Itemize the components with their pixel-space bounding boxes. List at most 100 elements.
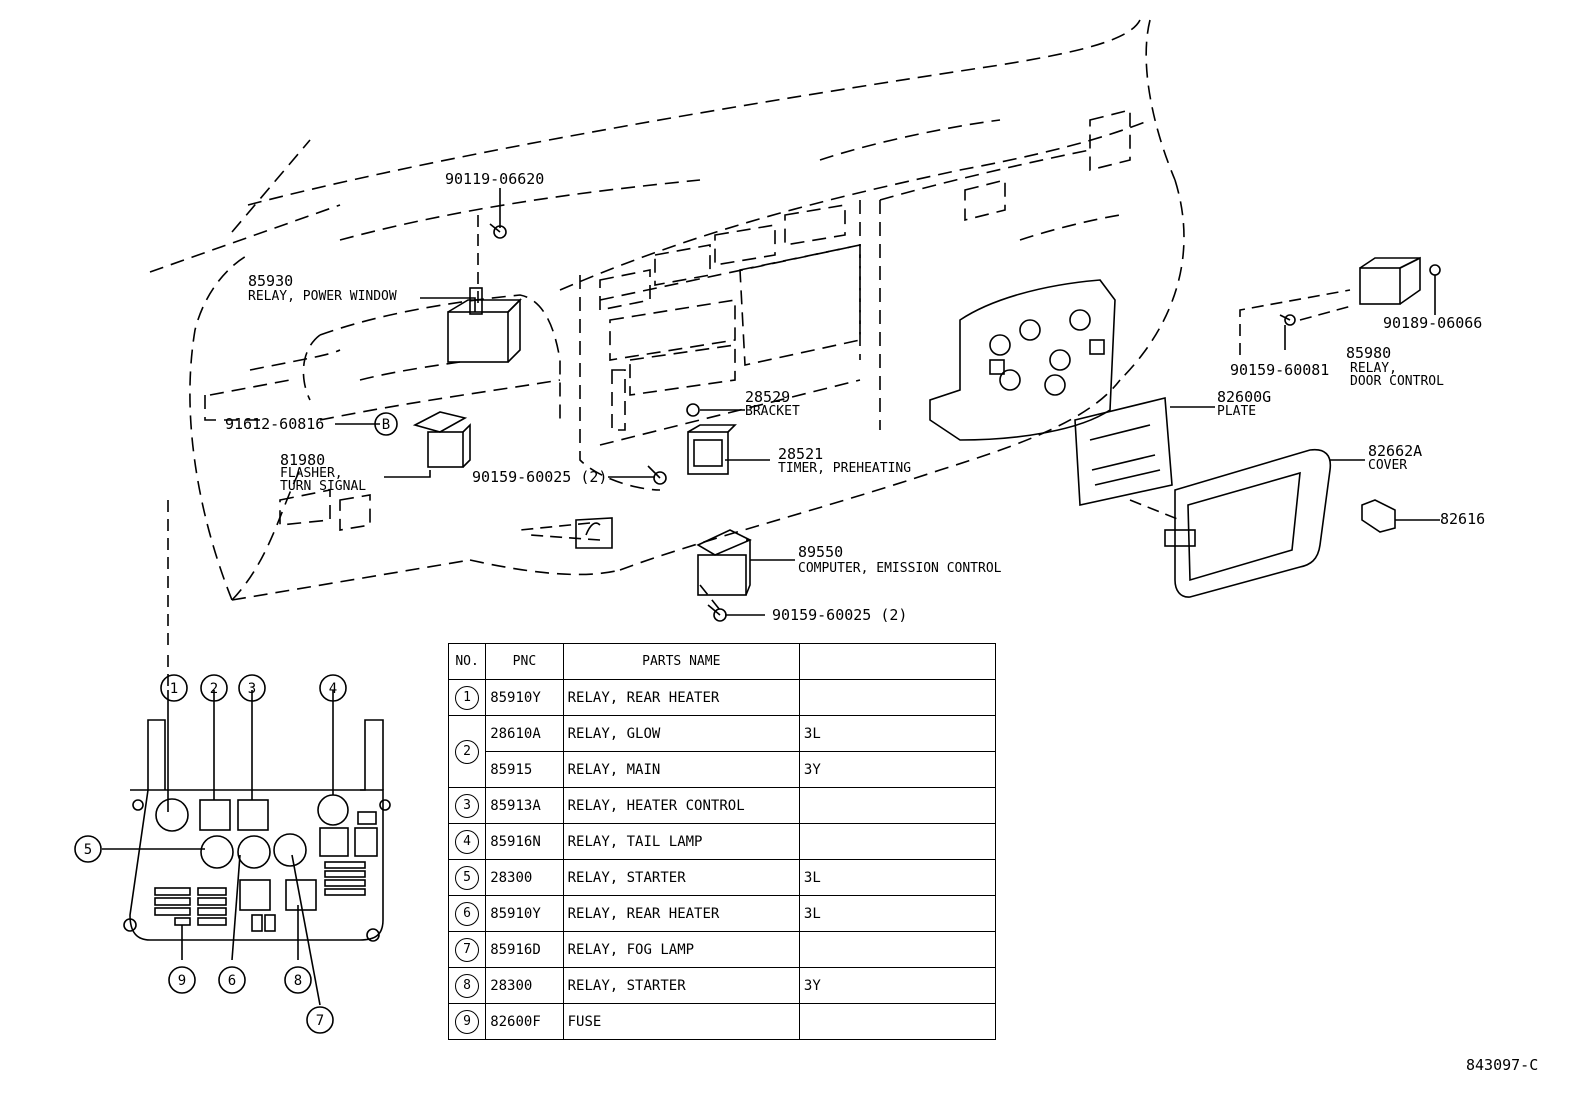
part-computer xyxy=(696,529,752,596)
part-relay-door xyxy=(1359,256,1421,305)
callout-1: 1 xyxy=(170,681,178,697)
header-no: NO. xyxy=(447,643,487,680)
callout-4: 4 xyxy=(329,681,337,697)
marker-b: B xyxy=(382,417,390,433)
row-pnc: 28610A xyxy=(485,715,564,752)
label-82662A: 82662A xyxy=(1368,442,1422,460)
connector-lines xyxy=(167,215,1356,690)
label-89550: 89550 xyxy=(798,543,843,561)
row-no: 7 xyxy=(455,937,480,962)
row-name: RELAY, TAIL LAMP xyxy=(562,823,800,860)
callout-2: 2 xyxy=(210,681,218,697)
label-82600G: 82600G xyxy=(1217,388,1271,406)
label-28521: 28521 xyxy=(778,445,823,463)
row-pnc: 85916D xyxy=(485,931,564,968)
callout-8: 8 xyxy=(294,973,302,989)
label-82600G-desc: PLATE xyxy=(1217,404,1256,419)
fuse-rows-right xyxy=(324,861,366,896)
part-screws xyxy=(489,223,1441,622)
header-pnc: PNC xyxy=(485,643,564,680)
parts-table-wrap: NO. PNC PARTS NAME 1 85910Y RELAY, REAR … xyxy=(447,643,997,1040)
row-name: RELAY, FOG LAMP xyxy=(562,931,800,968)
row-no: 1 xyxy=(455,685,480,710)
label-82662A-desc: COVER xyxy=(1368,458,1407,473)
table-row: 9 82600F FUSE xyxy=(447,1003,997,1040)
row-name: RELAY, HEATER CONTROL xyxy=(562,787,800,824)
parts-table: NO. PNC PARTS NAME 1 85910Y RELAY, REAR … xyxy=(447,643,997,1040)
row-no: 3 xyxy=(455,793,480,818)
row-remark xyxy=(798,823,997,860)
label-90119-06620: 90119-06620 xyxy=(445,170,544,188)
row-pnc: 85910Y xyxy=(485,895,564,932)
part-timer xyxy=(687,424,737,475)
table-row: 1 85910Y RELAY, REAR HEATER xyxy=(447,679,997,716)
document-code: 843097-C xyxy=(1466,1056,1539,1074)
table-row: 7 85916D RELAY, FOG LAMP xyxy=(447,931,997,968)
label-85980-desc1: RELAY, xyxy=(1350,361,1397,376)
row-no: 9 xyxy=(455,1009,480,1034)
row-no: 4 xyxy=(455,829,480,854)
label-28529: 28529 xyxy=(745,388,790,406)
row-remark: 3L xyxy=(798,859,997,896)
row-name: RELAY, GLOW xyxy=(562,715,800,752)
part-relay-power-window xyxy=(447,287,522,363)
label-90189-06066: 90189-06066 xyxy=(1383,314,1482,332)
relay-block-detail xyxy=(123,719,391,942)
leader-lines xyxy=(102,188,1440,1006)
table-row: 2 28610A RELAY, GLOW 3L xyxy=(447,715,997,788)
label-28521-desc: TIMER, PREHEATING xyxy=(778,461,911,476)
label-82616: 82616 xyxy=(1440,510,1485,528)
label-91612-60816: 91612-60816 xyxy=(225,415,324,433)
row-name: RELAY, REAR HEATER xyxy=(562,895,800,932)
label-90159-60025-mid: 90159-60025 (2) xyxy=(472,468,607,486)
callout-numbers: 1 2 3 4 5 6 7 8 9 B xyxy=(84,417,390,1029)
label-90159-60025-low: 90159-60025 (2) xyxy=(772,606,907,624)
row-remark xyxy=(798,679,997,716)
row-pnc: 85915 xyxy=(485,751,564,788)
part-relay-block-installed xyxy=(929,279,1116,441)
callout-9: 9 xyxy=(178,973,186,989)
row-remark: 3L xyxy=(798,895,997,932)
label-28529-desc: BRACKET xyxy=(745,404,800,419)
label-89550-desc: COMPUTER, EMISSION CONTROL xyxy=(798,561,1002,576)
row-remark xyxy=(798,1003,997,1040)
row-pnc: 85916N xyxy=(485,823,564,860)
row-pnc: 85913A xyxy=(485,787,564,824)
part-cover xyxy=(1164,448,1332,598)
header-parts-name: PARTS NAME xyxy=(562,643,800,680)
row-pnc: 28300 xyxy=(485,859,564,896)
row-name: RELAY, MAIN xyxy=(562,751,800,788)
label-85980-desc2: DOOR CONTROL xyxy=(1350,374,1444,389)
table-header-row: NO. PNC PARTS NAME xyxy=(447,643,997,680)
label-90159-60081: 90159-60081 xyxy=(1230,361,1329,379)
row-remark xyxy=(798,787,997,824)
callout-6: 6 xyxy=(228,973,236,989)
row-name: RELAY, REAR HEATER xyxy=(562,679,800,716)
part-plate xyxy=(1074,396,1173,506)
callout-3: 3 xyxy=(248,681,256,697)
callout-5: 5 xyxy=(84,842,92,858)
row-name: RELAY, STARTER xyxy=(562,859,800,896)
label-81980-desc1: FLASHER, xyxy=(280,466,343,481)
part-clip xyxy=(1361,499,1396,533)
row-remark: 3Y xyxy=(798,967,997,1004)
fuse-rows-mid xyxy=(197,887,227,926)
row-pnc: 85910Y xyxy=(485,679,564,716)
part-flasher xyxy=(412,411,471,468)
table-row: 8 28300 RELAY, STARTER 3Y xyxy=(447,967,997,1004)
row-pnc: 28300 xyxy=(485,967,564,1004)
row-no: 2 xyxy=(455,739,480,764)
table-row: 4 85916N RELAY, TAIL LAMP xyxy=(447,823,997,860)
row-name: FUSE xyxy=(562,1003,800,1040)
label-85980: 85980 xyxy=(1346,344,1391,362)
row-no: 5 xyxy=(455,865,480,890)
row-no: 8 xyxy=(455,973,480,998)
header-remark xyxy=(798,643,997,680)
row-remark: 3L xyxy=(798,715,997,752)
row-no: 6 xyxy=(455,901,480,926)
table-row: 85915 RELAY, MAIN 3Y xyxy=(449,751,997,788)
callout-7: 7 xyxy=(316,1013,324,1029)
table-row: 6 85910Y RELAY, REAR HEATER 3L xyxy=(447,895,997,932)
label-81980-desc2: TURN SIGNAL xyxy=(280,479,366,494)
